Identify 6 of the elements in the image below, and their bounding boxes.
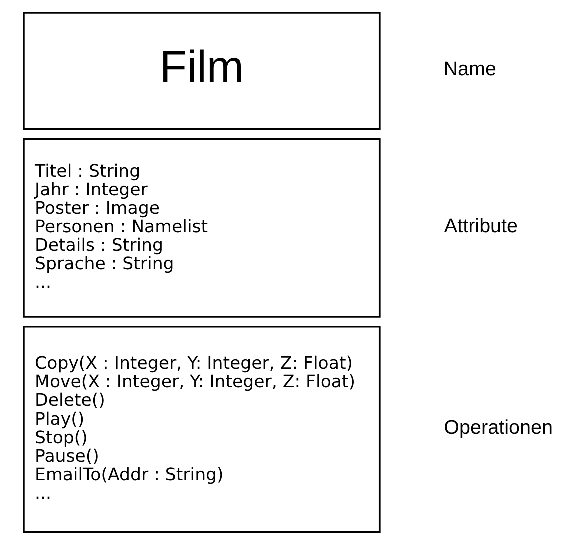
node-box: Film (22, 12, 380, 130)
node-box: Copy(X : Integer, Y: Integer, Z: Float) Move(X : Integer, Y: Integer, Z: Float) Delete() Play() Stop() Pause() EmailTo(Addr : String) ... (22, 326, 380, 533)
node-label: Operationen (444, 417, 552, 440)
node-box: Titel : String Jahr : Integer Poster : Image Personen : Namelist Details : String Sprache : String ... (22, 138, 380, 318)
node-label: Attribute (444, 216, 518, 238)
node-label: Name (443, 58, 496, 81)
